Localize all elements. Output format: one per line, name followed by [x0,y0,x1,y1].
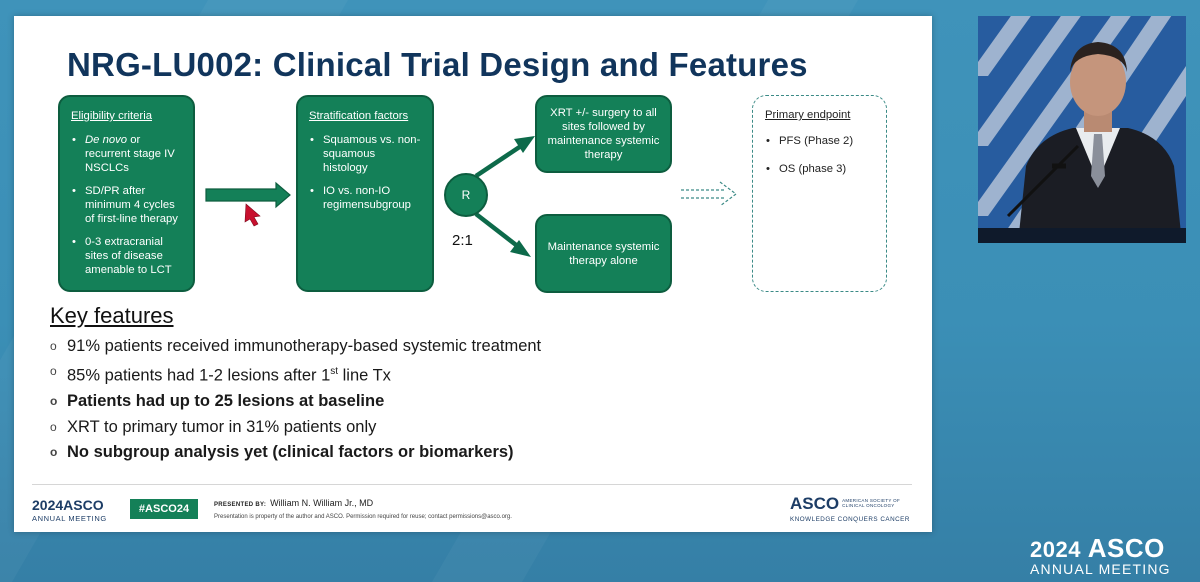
stratification-list: Squamous vs. non-squamous histology IO v… [309,133,421,212]
key-feature-item: 91% patients received immunotherapy-base… [50,334,541,360]
key-feature-text: line Tx [338,366,391,385]
arm-maintenance-box: Maintenance systemic therapy alone [535,214,672,293]
broadcast-asco-logo: 2024 ASCO ANNUAL MEETING [1030,533,1171,577]
eligibility-header: Eligibility criteria [71,110,152,122]
slide-title: NRG-LU002: Clinical Trial Design and Fea… [67,46,808,83]
broadcast-logo-year: 2024 [1030,537,1081,562]
key-feature-item: XRT to primary tumor in 31% patients onl… [50,415,541,441]
eligibility-item: De novo or recurrent stage IV NSCLCs [71,133,182,175]
presenter-name: William N. William Jr., MD [270,498,374,508]
disclaimer-text: Presentation is property of the author a… [214,514,512,520]
stratification-item: IO vs. non-IO regimensubgroup [309,184,421,212]
eligibility-item: SD/PR after minimum 4 cycles of first-li… [71,184,182,226]
presented-by: PRESENTED BY:William N. William Jr., MD [214,498,373,508]
key-features-title: Key features [50,303,174,328]
key-feature-superscript: st [330,366,339,378]
endpoint-list: PFS (Phase 2) OS (phase 3) [765,134,874,176]
cursor-icon [244,203,261,227]
society-logo-asco: ASCO [790,494,840,513]
eligibility-list: De novo or recurrent stage IV NSCLCs SD/… [71,133,182,277]
arm-xrt-box: XRT +/- surgery to all sites followed by… [535,95,672,173]
arm-maintenance-text: Maintenance systemic therapy alone [547,240,660,267]
key-feature-item: No subgroup analysis yet (clinical facto… [50,440,541,466]
logo-annual-meeting: ANNUAL MEETING [32,514,107,523]
diagram-arrows [205,136,737,257]
endpoint-item: PFS (Phase 2) [765,134,874,148]
endpoint-item: OS (phase 3) [765,162,874,176]
key-feature-item: Patients had up to 25 lesions at baselin… [50,389,541,415]
logo-year: 2024 [32,497,64,513]
broadcast-logo-asco: ASCO [1087,533,1165,563]
presentation-slide: NRG-LU002: Clinical Trial Design and Fea… [14,16,932,532]
key-feature-item: 85% patients had 1-2 lesions after 1st l… [50,359,541,389]
arrow-to-stratification [205,181,291,209]
key-features-list: 91% patients received immunotherapy-base… [50,334,541,466]
arm-xrt-text: XRT +/- surgery to all sites followed by… [547,107,660,161]
randomization-circle: R [444,173,488,217]
broadcast-logo-annual-meeting: ANNUAL MEETING [1030,561,1171,577]
randomization-ratio: 2:1 [452,232,473,249]
presented-by-label: PRESENTED BY: [214,502,267,508]
stratification-header: Stratification factors [309,110,409,122]
eligibility-item: 0-3 extracranial sites of disease amenab… [71,235,182,277]
endpoint-header: Primary endpoint [765,109,851,121]
speaker-video-image [978,16,1186,243]
logo-asco: ASCO [63,497,104,513]
stratification-item: Squamous vs. non-squamous histology [309,133,421,175]
dashed-arrow-to-endpoint [681,181,737,207]
eligibility-item-text: or recurrent stage IV NSCLCs [85,134,175,174]
arrow-to-arm1 [474,136,535,178]
footer-divider [32,484,912,485]
arrow-to-arm2 [474,212,531,257]
asco-annual-meeting-logo: 2024ASCO ANNUAL MEETING [32,497,107,523]
eligibility-criteria-box: Eligibility criteria De novo or recurren… [58,95,195,292]
society-name: AMERICAN SOCIETY OF CLINICAL ONCOLOGY [842,498,900,508]
primary-endpoint-box: Primary endpoint PFS (Phase 2) OS (phase… [752,95,887,292]
society-tagline: KNOWLEDGE CONQUERS CANCER [790,516,910,523]
speaker-video-feed [978,16,1186,243]
hashtag-badge: #ASCO24 [130,499,198,519]
stratification-factors-box: Stratification factors Squamous vs. non-… [296,95,434,292]
key-feature-text: 85% patients had 1-2 lesions after 1 [67,366,331,385]
eligibility-item-italic: De novo [85,134,128,146]
